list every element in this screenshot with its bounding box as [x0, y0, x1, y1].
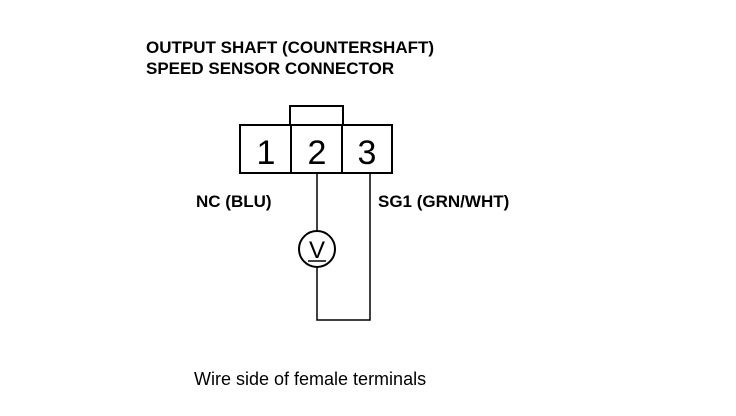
- terminal-2-label: 2: [308, 134, 327, 172]
- diagram-title: OUTPUT SHAFT (COUNTERSHAFT) SPEED SENSOR…: [146, 37, 434, 79]
- diagram-caption: Wire side of female terminals: [194, 369, 427, 389]
- wire-label-left: NC (BLU): [196, 192, 272, 211]
- connector-body: [239, 124, 393, 174]
- connector-lock-tab: [289, 105, 344, 125]
- wire-label-right: SG1 (GRN/WHT): [378, 192, 510, 211]
- terminal-1-label: 1: [257, 134, 276, 172]
- title-line-2: SPEED SENSOR CONNECTOR: [146, 59, 395, 78]
- title-line-1: OUTPUT SHAFT (COUNTERSHAFT): [146, 38, 435, 57]
- voltmeter-symbol: V: [309, 237, 325, 264]
- return-wire-terminal-3: [316, 173, 371, 321]
- terminal-3-label: 3: [358, 134, 377, 172]
